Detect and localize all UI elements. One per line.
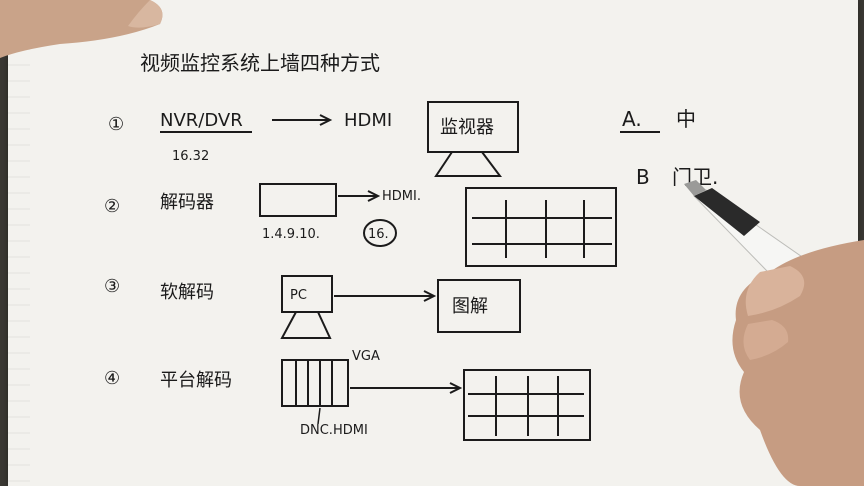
item-1-link: HDMI: [344, 110, 392, 131]
item-4-port-label: VGA: [352, 349, 380, 364]
note-b-letter: B: [636, 165, 650, 189]
video-wall-1: [465, 187, 617, 267]
item-1-number: ①: [108, 114, 124, 135]
monitor-stand: [434, 151, 502, 177]
item-2-source: 解码器: [160, 192, 214, 213]
item-4-source: 平台解码: [160, 370, 232, 391]
item-1-target: 监视器: [440, 117, 494, 138]
page-title: 视频监控系统上墙四种方式: [140, 51, 380, 75]
pc-box: [281, 275, 333, 313]
page-margin: [8, 0, 30, 486]
pc-stand: [280, 311, 332, 339]
item-3-target: 图解: [452, 296, 488, 317]
note-a-letter: A.: [622, 107, 642, 131]
item-4-port-sub: DNC.HDMI: [300, 423, 368, 438]
item-3-source: 软解码: [160, 282, 214, 303]
item-2-link: HDMI.: [382, 189, 421, 204]
item-1-source: NVR/DVR: [160, 110, 243, 131]
platform-rack: [281, 359, 349, 407]
decoder-box: [259, 183, 337, 217]
notebook-page: [8, 0, 858, 486]
note-a-text: 中: [676, 107, 696, 131]
target-box: [437, 279, 521, 333]
item-4-number: ④: [104, 368, 120, 389]
circled-mark: [363, 219, 397, 247]
item-3-number: ③: [104, 276, 120, 297]
item-3-box: PC: [290, 288, 307, 303]
item-2-circled: 16.: [368, 227, 389, 242]
video-wall-2: [463, 369, 591, 441]
monitor-box: [427, 101, 519, 153]
item-2-number: ②: [104, 196, 120, 217]
item-1-source-sub: 16.32: [172, 149, 209, 164]
item-2-sub: 1.4.9.10.: [262, 227, 320, 242]
